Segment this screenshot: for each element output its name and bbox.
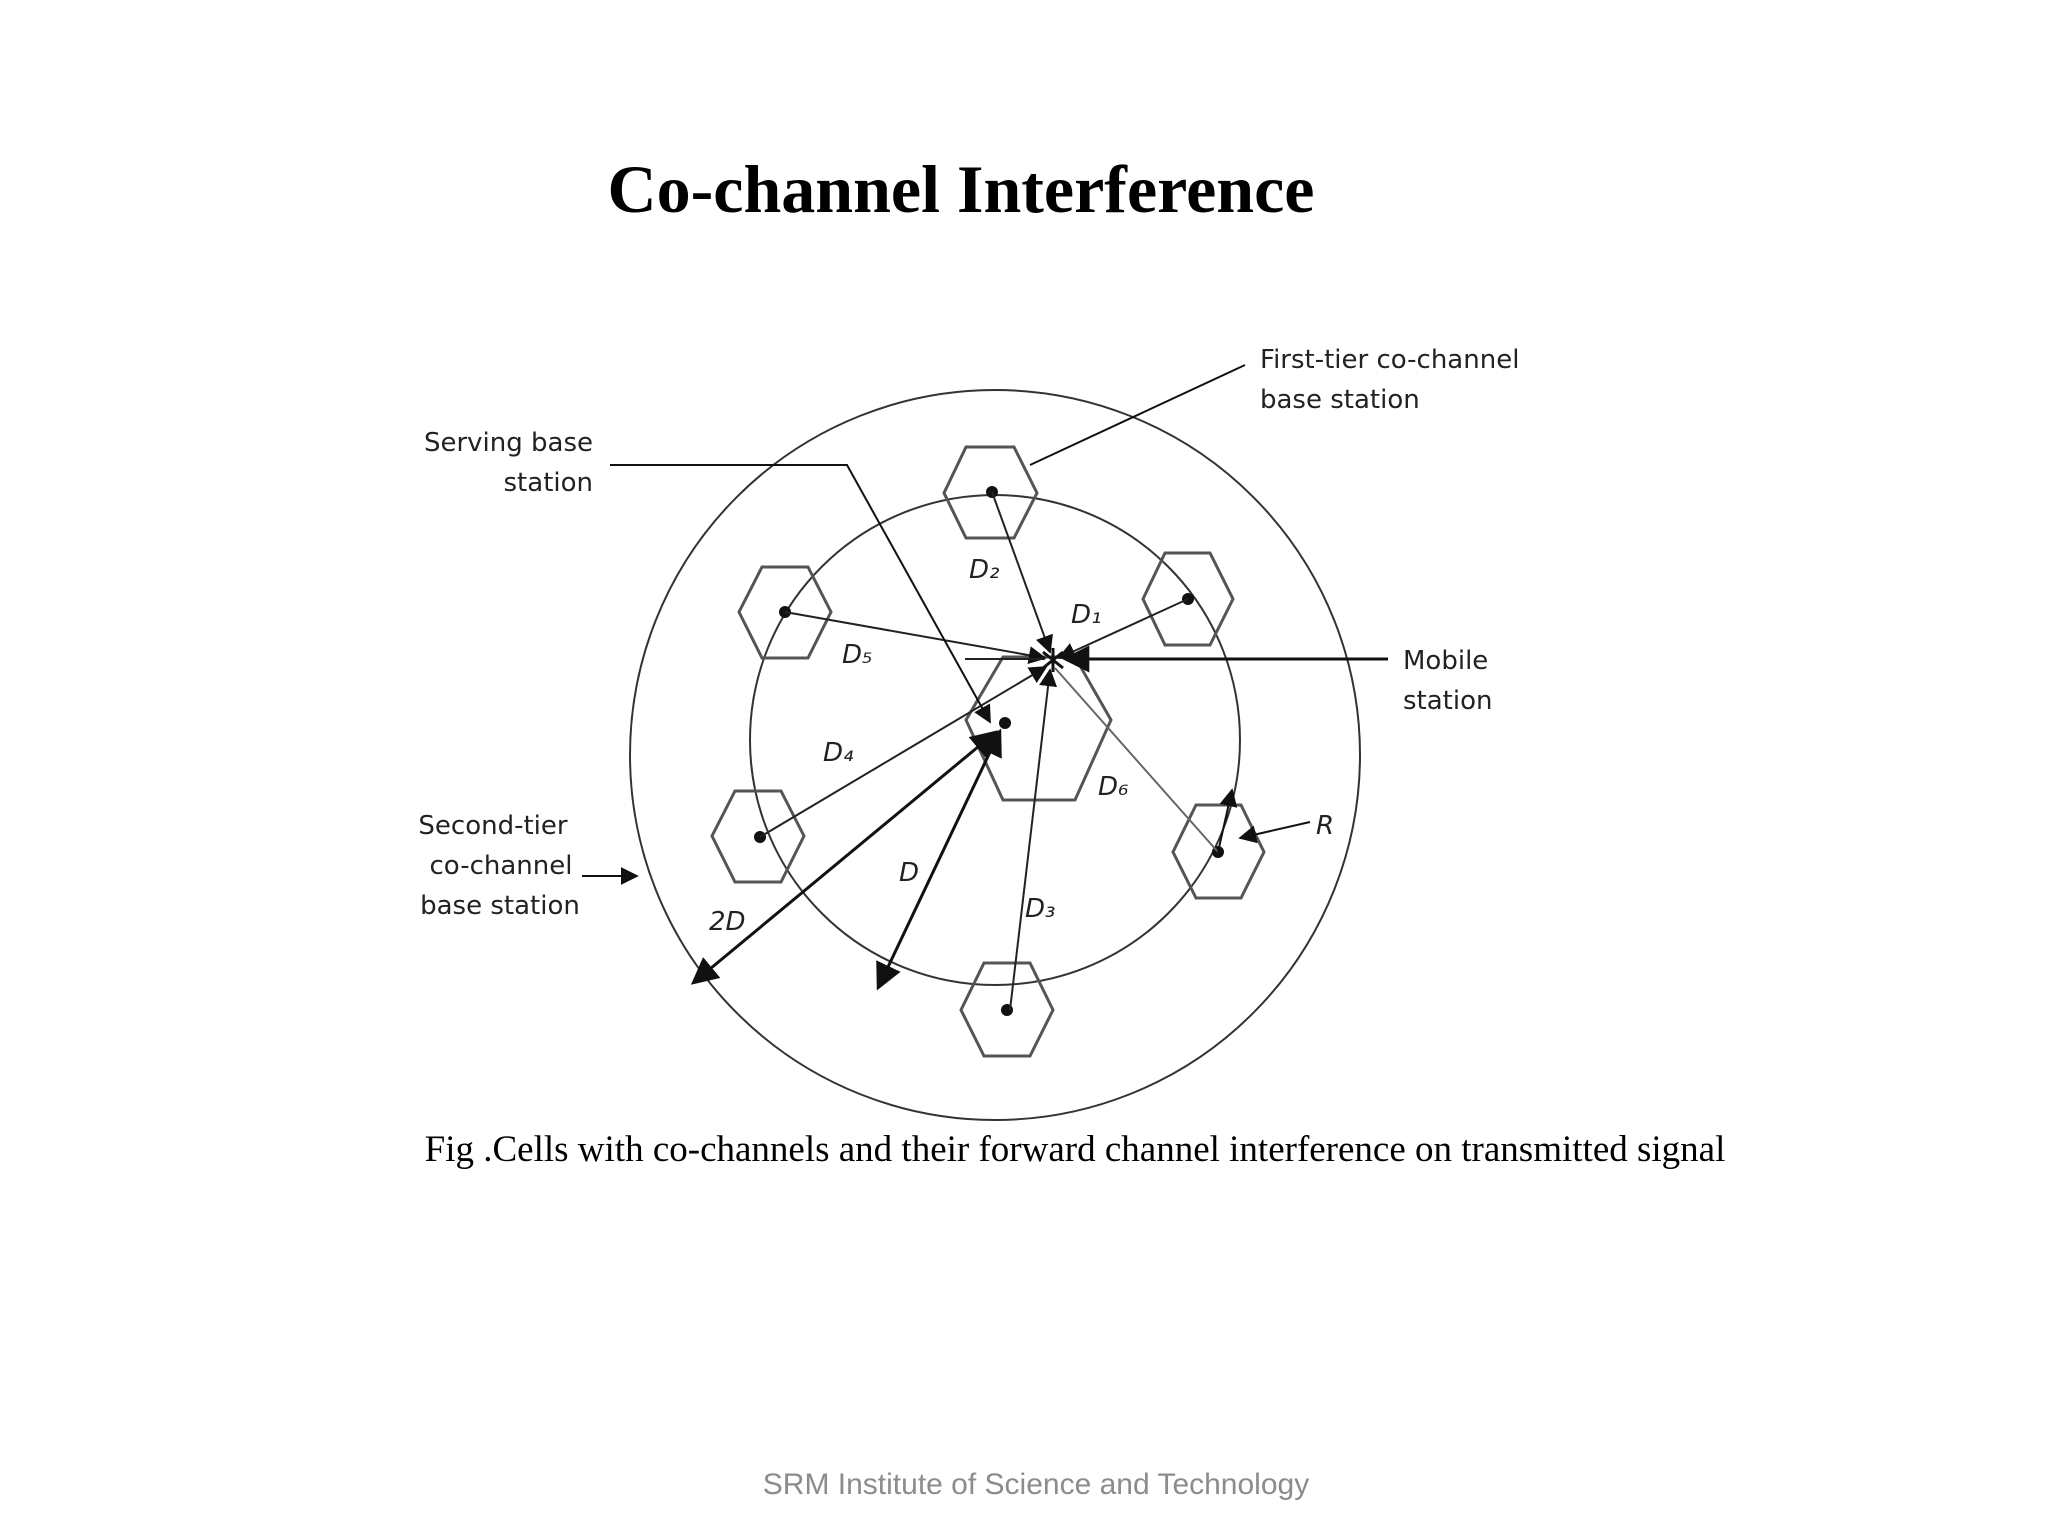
serving-label-line2: station [504,468,593,498]
serving-callout-line [610,464,991,724]
two-d-distance-arrow [690,730,999,985]
mobile-label-line2: station [1403,686,1492,716]
serving-label-line1: Serving base [424,428,593,458]
two-d-label: 2D [709,907,746,937]
co-channel-cell-upper-right [1141,551,1235,647]
d5-label: D₅ [842,640,872,670]
first-tier-label-line1: First-tier co-channel [1260,345,1519,375]
d2-label: D₂ [969,555,999,585]
d6-line [1054,667,1219,853]
d4-arrow [759,666,1048,838]
d4-label: D₄ [823,738,854,768]
mobile-label-line1: Mobile [1403,646,1488,676]
second-tier-label-line1: Second-tier [418,811,567,841]
figure-caption: Fig .Cells with co-channels and their fo… [424,1129,1726,1170]
radius-callout-arrow [1238,821,1311,844]
d2-arrow [991,491,1053,654]
mobile-station-icon [1042,648,1064,672]
serving-cell [964,655,1113,802]
radius-line [1217,788,1238,853]
d-distance-arrow [876,728,1002,991]
d5-arrow [784,611,1047,665]
slide-title: Co-channel Interference [607,151,1315,227]
d1-label: D₁ [1071,600,1101,630]
co-channel-cell-top [942,445,1039,540]
first-tier-callout-line [1029,364,1246,466]
co-channel-cell-lower-right [1171,803,1266,900]
d3-label: D₃ [1025,894,1055,924]
radius-label: R [1316,811,1334,841]
co-channel-cell-upper-left [737,565,833,660]
co-channel-cell-bottom [959,961,1055,1058]
d-label: D [899,858,919,888]
footer-institution: SRM Institute of Science and Technology [762,1468,1310,1501]
second-tier-label-line3: base station [420,891,580,921]
second-tier-label-line2: co-channel [430,851,573,881]
serving-base-station-dot [999,717,1011,729]
first-tier-label-line2: base station [1260,385,1420,415]
second-tier-circle [629,389,1361,1121]
d6-label: D₆ [1098,772,1128,802]
d3-arrow [1009,668,1058,1011]
